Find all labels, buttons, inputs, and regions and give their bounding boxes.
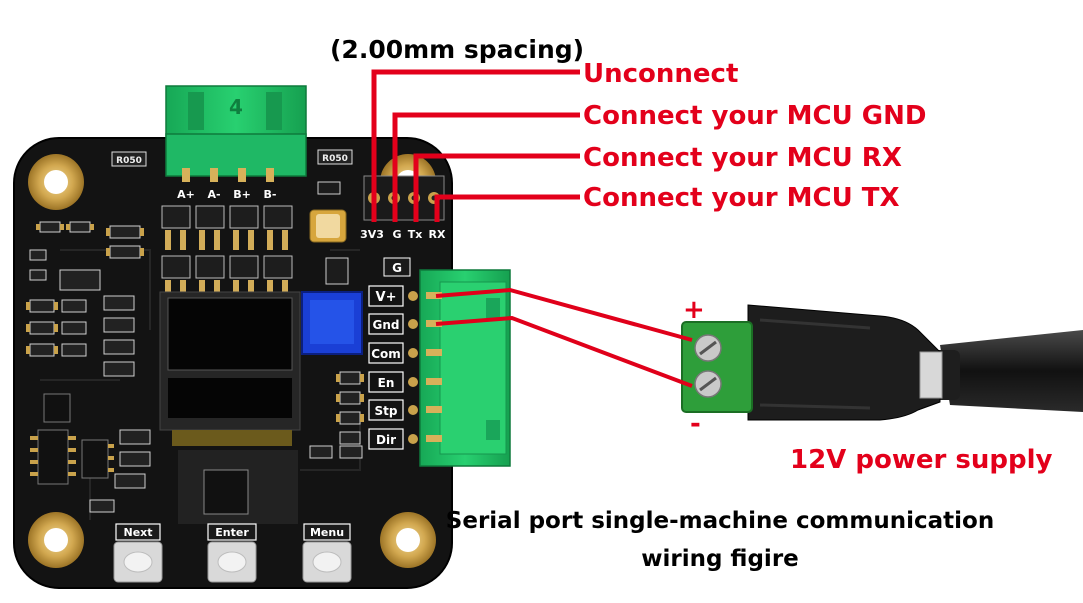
rx-label: Connect your MCU RX	[583, 143, 902, 173]
svg-text:RX: RX	[429, 228, 446, 241]
minus-sign: -	[690, 409, 701, 439]
g-label: G	[383, 257, 411, 277]
plus-sign: +	[683, 295, 705, 325]
spacing-note: (2.00mm spacing)	[330, 35, 584, 64]
serial-header	[363, 175, 445, 221]
resistor-r050: R050	[111, 151, 147, 167]
resistor-r050: R050	[317, 149, 353, 165]
cable	[920, 330, 1083, 412]
svg-text:G: G	[392, 228, 401, 241]
side-pin-labels: V+ Gnd Com En Stp Dir	[368, 285, 404, 450]
caption-line-1: Serial port single-machine communication	[446, 508, 994, 534]
dc-jack-adapter	[747, 304, 943, 421]
mcu-chip	[178, 450, 298, 524]
svg-text:V+: V+	[376, 290, 397, 305]
driver-board: R050 R050	[13, 137, 453, 589]
svg-text:4: 4	[229, 95, 243, 119]
svg-text:R050: R050	[322, 154, 348, 164]
svg-text:Dir: Dir	[376, 433, 396, 447]
screw-terminal	[681, 321, 753, 413]
svg-text:Menu: Menu	[310, 526, 344, 539]
svg-text:B+: B+	[233, 188, 251, 201]
menu-button[interactable]: Menu	[302, 523, 352, 583]
potentiometer	[301, 291, 363, 355]
svg-text:Enter: Enter	[215, 526, 249, 539]
svg-text:Stp: Stp	[375, 404, 398, 418]
svg-text:A+: A+	[177, 188, 195, 201]
driver-ic	[37, 393, 109, 485]
tx-label: Connect your MCU TX	[583, 183, 900, 213]
svg-text:R050: R050	[116, 156, 142, 166]
unconnect-label: Unconnect	[583, 59, 738, 89]
mounting-hole	[28, 154, 84, 210]
motor-connector: 4	[165, 85, 307, 182]
svg-text:Next: Next	[123, 526, 152, 539]
svg-text:3V3: 3V3	[360, 228, 384, 241]
leader-lines	[371, 69, 580, 222]
svg-text:Com: Com	[371, 347, 401, 361]
mounting-hole	[28, 512, 84, 568]
svg-text:B-: B-	[264, 188, 277, 201]
next-button[interactable]: Next	[113, 523, 163, 583]
svg-text:Gnd: Gnd	[373, 318, 400, 332]
enter-button[interactable]: Enter	[207, 523, 257, 583]
svg-text:En: En	[378, 376, 395, 390]
power-control-connector	[419, 269, 511, 467]
oled-display	[159, 291, 301, 431]
power-supply-label: 12V power supply	[790, 445, 1052, 475]
svg-text:G: G	[392, 261, 402, 275]
power-wires	[435, 287, 693, 388]
svg-text:A-: A-	[207, 188, 220, 201]
svg-text:Tx: Tx	[408, 228, 423, 241]
gnd-label: Connect your MCU GND	[583, 101, 926, 131]
motor-pin-labels: A+ A- B+ B-	[177, 188, 276, 201]
caption-line-2: wiring figire	[641, 546, 799, 572]
serial-pin-labels: 3V3 G Tx RX	[360, 228, 446, 241]
mounting-hole	[380, 512, 436, 568]
